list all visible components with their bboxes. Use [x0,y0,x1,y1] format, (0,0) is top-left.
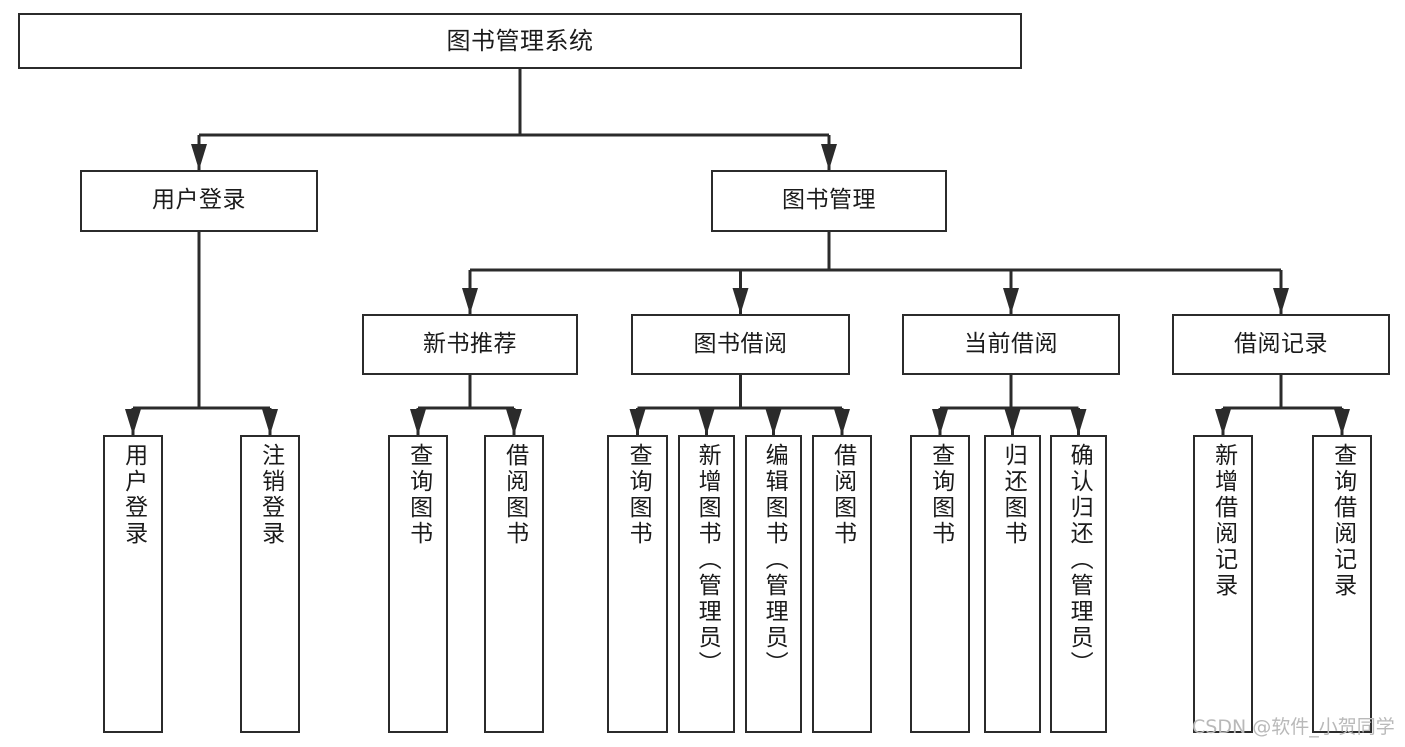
node-bookmgmt[interactable]: 图书管理 [711,170,947,232]
node-leaf-rec-query[interactable]: 查询借阅记录 [1312,435,1372,733]
node-newbook[interactable]: 新书推荐 [362,314,578,375]
node-label: 图书借阅 [693,330,788,357]
node-label: 借阅图书 [501,443,528,547]
node-label: 图书管理系统 [446,26,594,55]
arrow-icon-login [191,144,207,170]
node-leaf-bk-add[interactable]: 新增图书（管理员） [678,435,735,733]
arrow-icon-leaf-bk-edit [765,409,782,435]
node-root[interactable]: 图书管理系统 [18,13,1022,69]
node-label: 新书推荐 [423,330,517,357]
node-leaf-user-logout[interactable]: 注销登录 [240,435,300,733]
node-label: 查询借阅记录 [1329,443,1356,599]
node-leaf-rec-add[interactable]: 新增借阅记录 [1193,435,1253,733]
arrow-icon-leaf-user-login [125,409,141,435]
node-label: 用户登录 [152,187,246,214]
arrow-icon-newbook [462,288,478,314]
node-borrow[interactable]: 图书借阅 [631,314,850,375]
arrow-icon-borrow [732,288,749,314]
arrow-icon-leaf-user-logout [262,409,278,435]
node-leaf-nb-query[interactable]: 查询图书 [388,435,448,733]
arrow-icon-leaf-cur-confirm [1070,409,1087,435]
arrow-icon-leaf-nb-borrow [506,409,522,435]
node-label: 查询图书 [625,443,652,547]
node-leaf-bk-edit[interactable]: 编辑图书（管理员） [745,435,802,733]
node-leaf-bk-query[interactable]: 查询图书 [607,435,668,733]
arrow-icon-leaf-rec-add [1215,409,1231,435]
node-label: 用户登录 [120,443,147,547]
arrow-icon-leaf-nb-query [410,409,426,435]
node-label: 图书管理 [782,187,876,214]
node-label: 查询图书 [927,443,954,547]
node-label: 归还图书 [1000,443,1027,547]
node-login[interactable]: 用户登录 [80,170,318,232]
node-leaf-cur-confirm[interactable]: 确认归还（管理员） [1050,435,1107,733]
arrow-icon-bookmgmt [821,144,837,170]
arrow-icon-leaf-cur-return [1004,409,1021,435]
arrow-icon-records [1273,288,1289,314]
node-label: 新增借阅记录 [1210,443,1237,599]
node-leaf-cur-return[interactable]: 归还图书 [984,435,1041,733]
node-label: 当前借阅 [964,330,1058,357]
node-label: 注销登录 [257,443,284,547]
node-leaf-user-login[interactable]: 用户登录 [103,435,163,733]
node-label: 新增图书（管理员） [694,443,721,677]
node-leaf-cur-query[interactable]: 查询图书 [910,435,970,733]
arrow-icon-leaf-bk-add [698,409,715,435]
node-label: 查询图书 [405,443,432,547]
arrow-icon-current [1003,288,1019,314]
node-leaf-nb-borrow[interactable]: 借阅图书 [484,435,544,733]
arrow-icon-leaf-rec-query [1334,409,1350,435]
arrow-icon-leaf-bk-query [629,409,646,435]
node-label: 借阅记录 [1234,330,1328,357]
node-label: 借阅图书 [829,443,856,547]
csdn-watermark: CSDN @软件_小贺同学 [1192,716,1395,738]
node-label: 确认归还（管理员） [1066,443,1093,677]
arrow-icon-leaf-bk-borrow [834,409,850,435]
arrow-icon-leaf-cur-query [932,409,948,435]
node-leaf-bk-borrow[interactable]: 借阅图书 [812,435,872,733]
node-label: 编辑图书（管理员） [761,443,788,677]
node-current[interactable]: 当前借阅 [902,314,1120,375]
node-records[interactable]: 借阅记录 [1172,314,1390,375]
